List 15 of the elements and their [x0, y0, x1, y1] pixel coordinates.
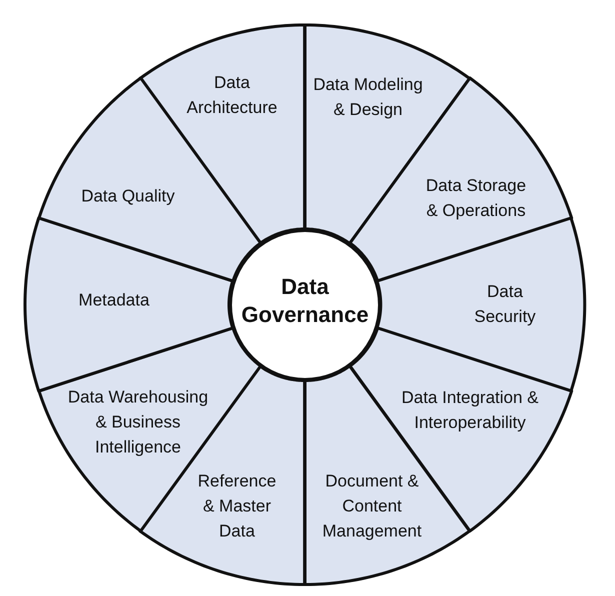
wheel-segment: [25, 218, 233, 392]
segment-label: Data Quality: [80, 185, 176, 208]
segment-label: Data Integration & Interoperability: [400, 386, 540, 434]
segment-label: Data Warehousing & Business Intelligence: [66, 386, 210, 458]
segment-label: Reference & Master Data: [196, 470, 278, 542]
segment-label: Metadata: [78, 289, 150, 312]
segment-label: Document & Content Management: [321, 470, 423, 542]
segment-label: Data Security: [473, 280, 537, 328]
segment-label: Data Modeling & Design: [312, 74, 424, 121]
hub-label: Data Governance: [240, 273, 370, 329]
segment-label: Data Architecture: [186, 72, 278, 119]
wheel-segment: [350, 78, 572, 282]
segment-label: Data Storage & Operations: [424, 174, 528, 222]
wheel-segment: [377, 218, 585, 392]
hub-circle: [229, 229, 381, 381]
